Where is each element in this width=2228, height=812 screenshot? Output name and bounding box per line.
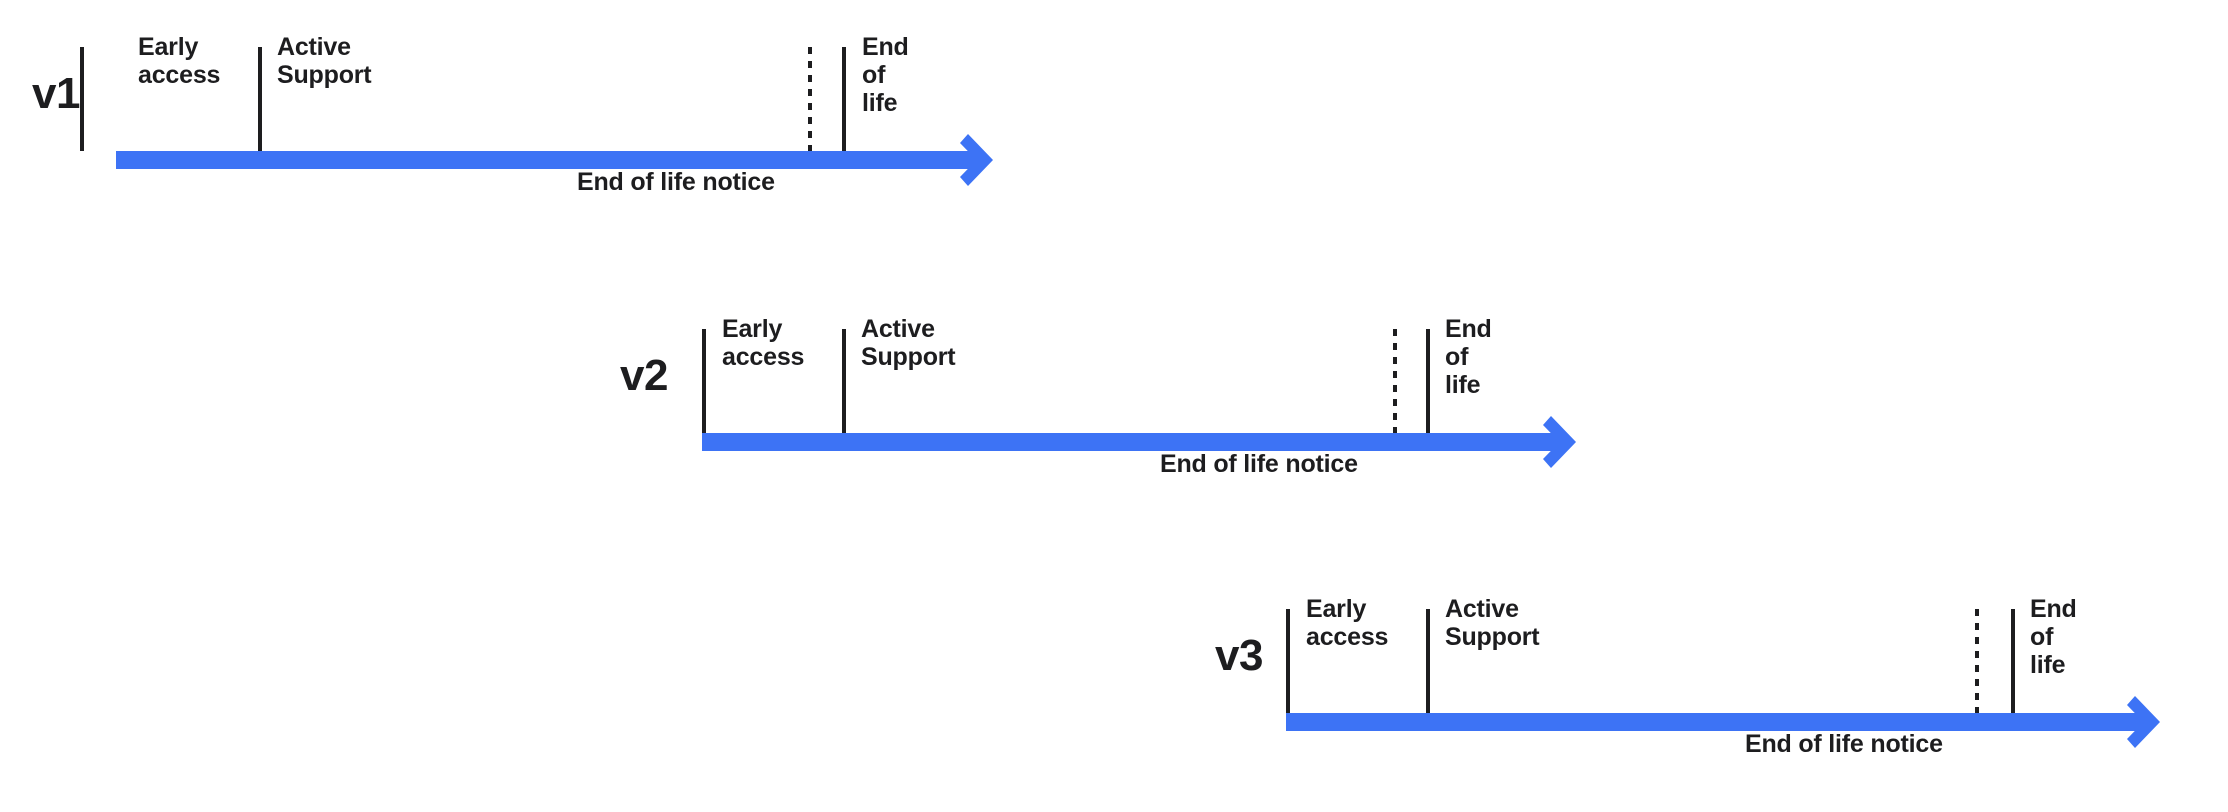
lifecycle-bar-v2 <box>702 414 1598 470</box>
phase-label-early-access-v3: Early access <box>1306 595 1389 651</box>
arrow-right-icon-v1 <box>959 132 1015 188</box>
tick-end-of-life-notice-start-v1 <box>808 47 812 151</box>
lifecycle-bar-line-v1 <box>116 151 977 169</box>
tick-early-access-start-v2 <box>702 329 706 433</box>
phase-label-early-access-v1: Early access <box>138 33 221 89</box>
version-label-v1: v1 <box>32 69 80 118</box>
tick-end-of-life-notice-start-v3 <box>1975 609 1979 713</box>
version-label-v2: v2 <box>620 351 668 400</box>
lifecycle-bar-v3 <box>1286 694 2182 750</box>
tick-end-of-life-start-v3 <box>2011 609 2015 713</box>
notice-label-v2: End of life notice <box>1160 450 1358 478</box>
tick-active-support-start-v3 <box>1426 609 1430 713</box>
tick-end-of-life-notice-start-v2 <box>1393 329 1397 433</box>
tick-active-support-start-v1 <box>258 47 262 151</box>
phase-label-end-of-life-v2: End of life <box>1445 315 1492 399</box>
phase-label-end-of-life-v3: End of life <box>2030 595 2077 679</box>
tick-early-access-start-v1 <box>80 47 84 151</box>
phase-label-active-support-v3: Active Support <box>1445 595 1540 651</box>
tick-active-support-start-v2 <box>842 329 846 433</box>
phase-label-end-of-life-v1: End of life <box>862 33 909 117</box>
version-label-v3: v3 <box>1215 631 1263 680</box>
notice-label-v3: End of life notice <box>1745 730 1943 758</box>
lifecycle-bar-line-v2 <box>702 433 1560 451</box>
lifecycle-bar-line-v3 <box>1286 713 2144 731</box>
notice-label-v1: End of life notice <box>577 168 775 196</box>
phase-label-early-access-v2: Early access <box>722 315 805 371</box>
phase-label-active-support-v1: Active Support <box>277 33 372 89</box>
lifecycle-bar-v1 <box>116 132 1015 188</box>
arrow-right-icon-v2 <box>1542 414 1598 470</box>
arrow-right-icon-v3 <box>2126 694 2182 750</box>
phase-label-active-support-v2: Active Support <box>861 315 956 371</box>
tick-end-of-life-start-v1 <box>842 47 846 151</box>
tick-early-access-start-v3 <box>1286 609 1290 713</box>
tick-end-of-life-start-v2 <box>1426 329 1430 433</box>
